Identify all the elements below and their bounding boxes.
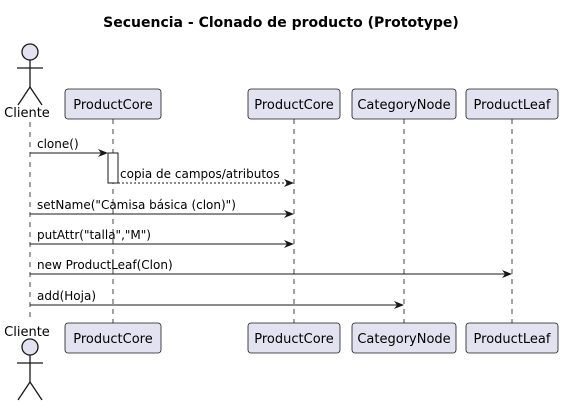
message-copia-de-campos-atributos: copia de campos/atributos — [118, 167, 294, 187]
participant-label-productleaf: ProductLeaf — [474, 332, 551, 347]
participant-box-categorynode-bottom: CategoryNode — [351, 322, 457, 354]
activation-bar — [107, 152, 119, 184]
participant-label-categorynode: CategoryNode — [357, 332, 450, 347]
message-clone: clone() — [30, 137, 108, 157]
participant-label-productcore: ProductCore — [254, 332, 333, 347]
actor-head — [21, 43, 39, 61]
participant-label-productcore: ProductCore — [73, 332, 152, 347]
participant-box-productleaf-bottom: ProductLeaf — [465, 322, 559, 354]
participant-box-productcore-bottom: ProductCore — [247, 322, 341, 354]
actor-head — [21, 338, 39, 356]
message-setname-camisa-b-sica-clon: setName("Camisa básica (clon)") — [30, 198, 294, 218]
message-label: clone() — [37, 137, 79, 151]
participant-label-cliente: Cliente — [4, 106, 50, 121]
message-new-productleaf-clon: new ProductLeaf(Clon) — [30, 258, 512, 278]
participant-label-categorynode: CategoryNode — [357, 98, 450, 113]
message-label: setName("Camisa básica (clon)") — [37, 198, 236, 212]
participant-box-productcore-top: ProductCore — [64, 88, 162, 120]
actor-cliente-bottom — [17, 338, 43, 401]
actor-cliente-top — [17, 43, 43, 106]
participant-box-productcore-bottom: ProductCore — [64, 322, 162, 354]
participant-label-cliente-bottom: Cliente — [4, 325, 50, 340]
message-label: new ProductLeaf(Clon) — [37, 258, 173, 272]
message-label: copia de campos/atributos — [120, 167, 280, 181]
message-add-hoja: add(Hoja) — [30, 289, 404, 309]
participant-box-productleaf-top: ProductLeaf — [465, 88, 559, 120]
message-label: putAttr("talla","M") — [37, 228, 151, 242]
message-putattr-talla-m: putAttr("talla","M") — [30, 228, 294, 248]
diagram-title: Secuencia - Clonado de producto (Prototy… — [103, 15, 459, 31]
participant-box-productcore-top: ProductCore — [247, 88, 341, 120]
participant-label-productcore: ProductCore — [73, 98, 152, 113]
participant-label-productcore: ProductCore — [254, 98, 333, 113]
participant-box-categorynode-top: CategoryNode — [351, 88, 457, 120]
participant-label-productleaf: ProductLeaf — [474, 98, 551, 113]
message-label: add(Hoja) — [37, 289, 96, 303]
